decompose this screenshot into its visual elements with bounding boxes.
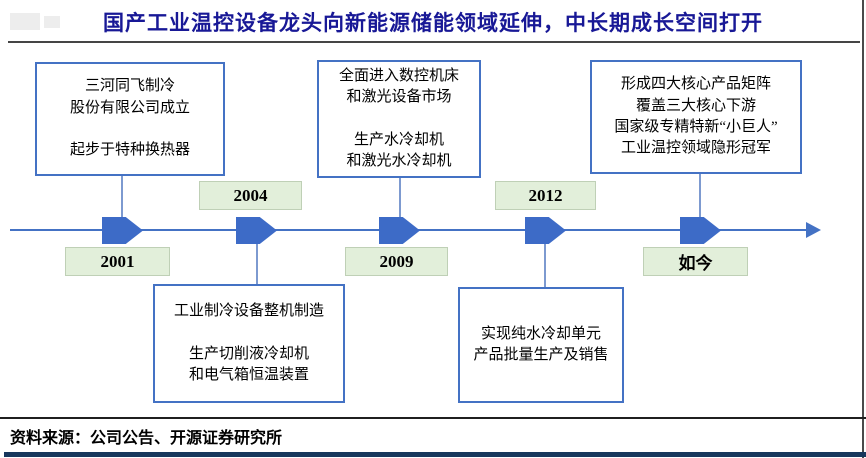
- milestone-marker-icon-2001: [102, 217, 143, 244]
- event-box-2009: 全面进入数控机床 和激光设备市场 生产水冷却机 和激光水冷却机: [317, 60, 481, 178]
- year-label-2004: 2004: [199, 181, 302, 210]
- event-text-line: 和电气箱恒温装置: [188, 366, 309, 383]
- faded-artifact: [10, 13, 40, 30]
- footer-divider: [0, 417, 866, 419]
- title-divider: [8, 41, 860, 43]
- event-text-line: 和激光设备市场: [346, 89, 452, 106]
- event-text-line: 产品批量生产及销售: [473, 347, 609, 363]
- connector-line-2004: [256, 244, 258, 284]
- event-text-line: 形成四大核心产品矩阵: [620, 76, 771, 93]
- page-title: 国产工业温控设备龙头向新能源储能领域延伸，中长期成长空间打开: [103, 11, 763, 35]
- event-box-2004: 工业制冷设备整机制造 生产切削液冷却机 和电气箱恒温装置: [153, 284, 345, 403]
- event-text-line: 工业温控领域隐形冠军: [620, 140, 771, 157]
- event-box-now: 形成四大核心产品矩阵 覆盖三大核心下游 国家级专精特新“小巨人” 工业温控领域隐…: [590, 60, 802, 174]
- event-box-2001: 三河同飞制冷 股份有限公司成立 起步于特种换热器: [35, 62, 225, 176]
- connector-line-2009: [399, 176, 401, 217]
- event-text-line: 实现纯水冷却单元: [480, 325, 601, 342]
- event-text-line: 和激光水冷却机: [346, 152, 452, 169]
- year-label-2001: 2001: [65, 247, 170, 276]
- bottom-border-bar: [4, 452, 866, 457]
- faded-artifact: [44, 16, 60, 28]
- event-text-line: 生产水冷却机: [353, 131, 444, 148]
- year-label-text: 如今: [678, 254, 713, 273]
- source-note: 资料来源：公司公告、开源证券研究所: [10, 430, 283, 447]
- right-border-line: [862, 0, 864, 458]
- milestone-marker-icon-2004: [236, 217, 277, 244]
- connector-line-now: [699, 173, 701, 217]
- milestone-marker-icon-2009: [379, 217, 420, 244]
- year-label-2012: 2012: [495, 181, 596, 210]
- year-label-text: 2004: [233, 185, 268, 205]
- year-label-now: 如今: [643, 247, 748, 276]
- event-text-line: 全面进入数控机床: [338, 67, 459, 84]
- event-text-line: 起步于特种换热器: [69, 142, 190, 159]
- milestone-marker-icon-now: [680, 217, 721, 244]
- event-text-line: 生产切削液冷却机: [188, 345, 309, 362]
- event-text-line: 覆盖三大核心下游: [635, 97, 756, 114]
- year-label-text: 2001: [100, 251, 135, 271]
- arrow-right-icon: [806, 222, 821, 238]
- year-label-2009: 2009: [345, 247, 448, 276]
- event-text-line: 股份有限公司成立: [69, 99, 190, 116]
- event-text-line: 三河同飞制冷: [84, 78, 175, 95]
- connector-line-2001: [121, 176, 123, 217]
- event-text-line: 国家级专精特新“小巨人”: [614, 119, 778, 135]
- event-box-2012: 实现纯水冷却单元 产品批量生产及销售: [458, 287, 624, 403]
- event-text-line: 工业制冷设备整机制造: [173, 302, 324, 319]
- milestone-marker-icon-2012: [525, 217, 566, 244]
- year-label-text: 2012: [528, 185, 563, 205]
- year-label-text: 2009: [379, 251, 414, 271]
- connector-line-2012: [544, 244, 546, 287]
